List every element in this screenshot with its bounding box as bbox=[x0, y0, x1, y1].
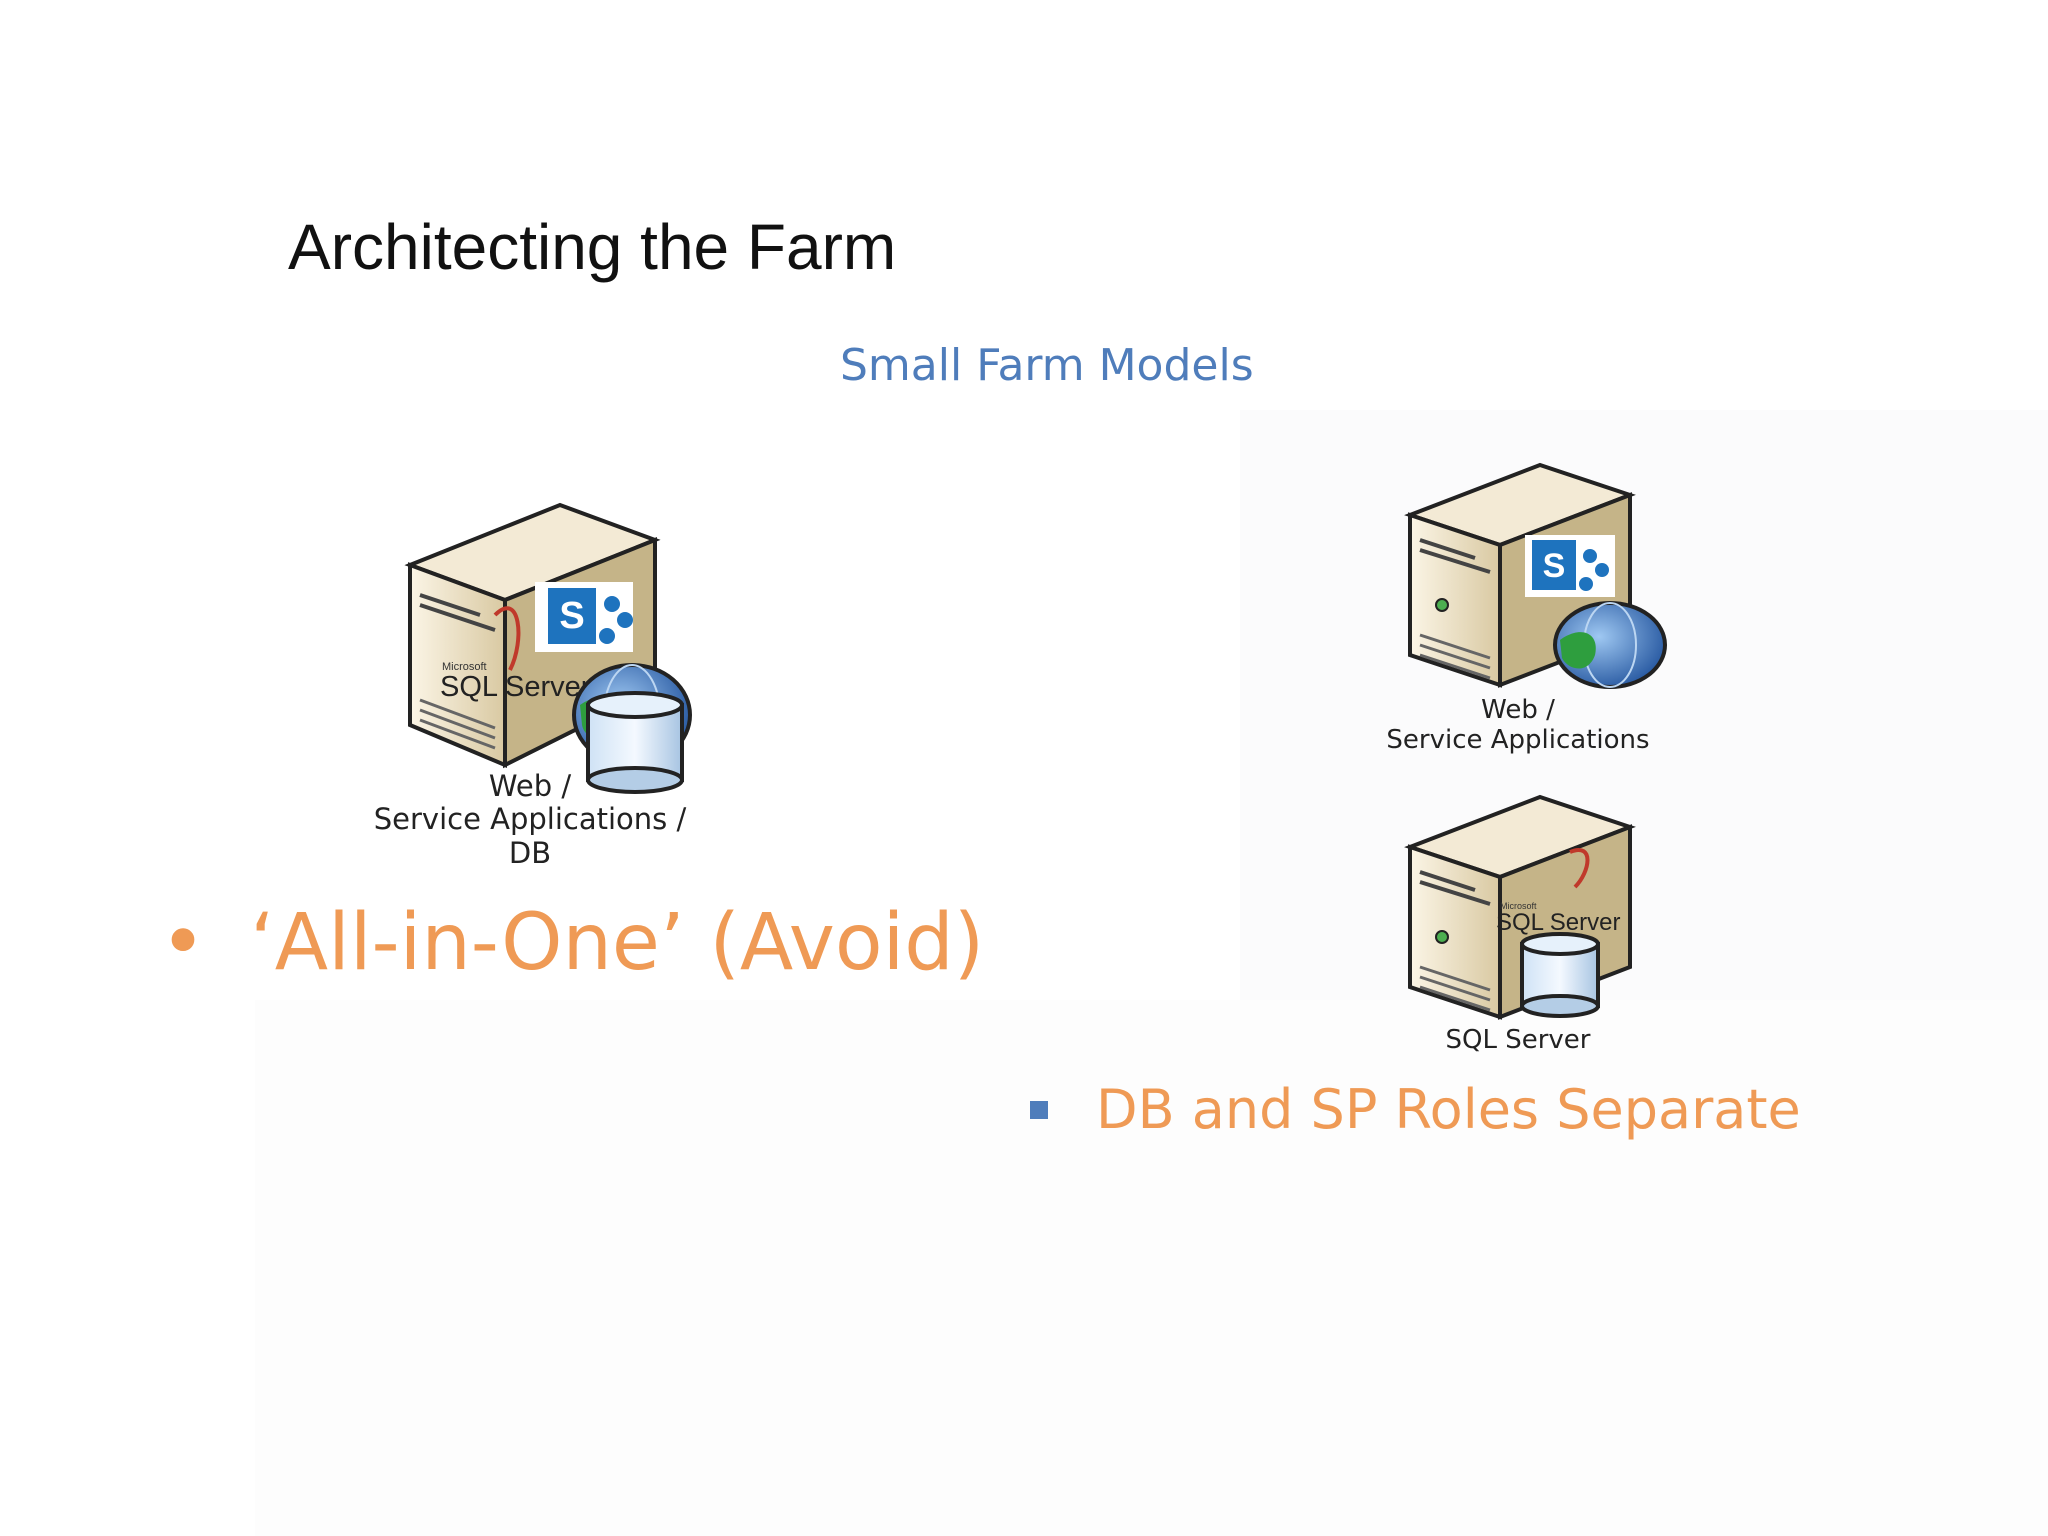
bullet-text: ‘All-in-One’ (Avoid) bbox=[250, 898, 985, 988]
web-server: S bbox=[1400, 460, 1670, 710]
svg-text:Microsoft: Microsoft bbox=[442, 661, 487, 673]
svg-text:SQL Server: SQL Server bbox=[440, 671, 591, 703]
sql-server: Microsoft SQL Server bbox=[1400, 792, 1650, 1022]
sql-server-logo-icon bbox=[1569, 848, 1590, 889]
background-panel-bottom bbox=[255, 1000, 2048, 1536]
sql-server-caption: SQL Server bbox=[1445, 1025, 1591, 1055]
svg-text:S: S bbox=[559, 595, 584, 637]
caption-line: Web / bbox=[1481, 695, 1555, 725]
database-cylinder-icon bbox=[586, 691, 684, 794]
server-tower-icon: Microsoft SQL Server bbox=[1404, 794, 1636, 1020]
separate-bullet: DB and SP Roles Separate bbox=[1030, 1078, 1801, 1141]
slide-title: Architecting the Farm bbox=[288, 211, 897, 283]
slide-subtitle: Small Farm Models bbox=[840, 340, 1254, 391]
server-tower-icon: S Microsoft SQL Server bbox=[404, 502, 692, 794]
caption-line: Service Applications bbox=[1386, 724, 1650, 755]
caption-line: Web / bbox=[488, 769, 572, 803]
square-bullet-icon bbox=[1030, 1100, 1048, 1119]
all-in-one-caption: Web / Service Applications / DB bbox=[340, 769, 720, 870]
svg-text:S: S bbox=[1543, 547, 1566, 585]
bullet-text: DB and SP Roles Separate bbox=[1096, 1078, 1801, 1141]
bullet-marker: • bbox=[160, 898, 207, 988]
database-cylinder-icon bbox=[1520, 932, 1600, 1018]
caption-line: DB bbox=[508, 835, 552, 870]
server-tower-icon: S bbox=[1404, 462, 1667, 689]
web-server-caption: Web / Service Applications bbox=[1318, 695, 1718, 756]
sharepoint-logo-icon: S bbox=[535, 582, 633, 652]
all-in-one-server: S Microsoft SQL Server bbox=[400, 500, 700, 794]
caption-line: Service Applications / bbox=[373, 802, 687, 837]
globe-icon bbox=[1553, 601, 1667, 689]
svg-text:SQL Server: SQL Server bbox=[1496, 909, 1621, 936]
all-in-one-bullet: • ‘All-in-One’ (Avoid) bbox=[160, 898, 984, 988]
sharepoint-logo-icon: S bbox=[1525, 535, 1615, 597]
sql-server-logo-icon bbox=[493, 606, 521, 671]
svg-text:Microsoft: Microsoft bbox=[1500, 901, 1537, 911]
